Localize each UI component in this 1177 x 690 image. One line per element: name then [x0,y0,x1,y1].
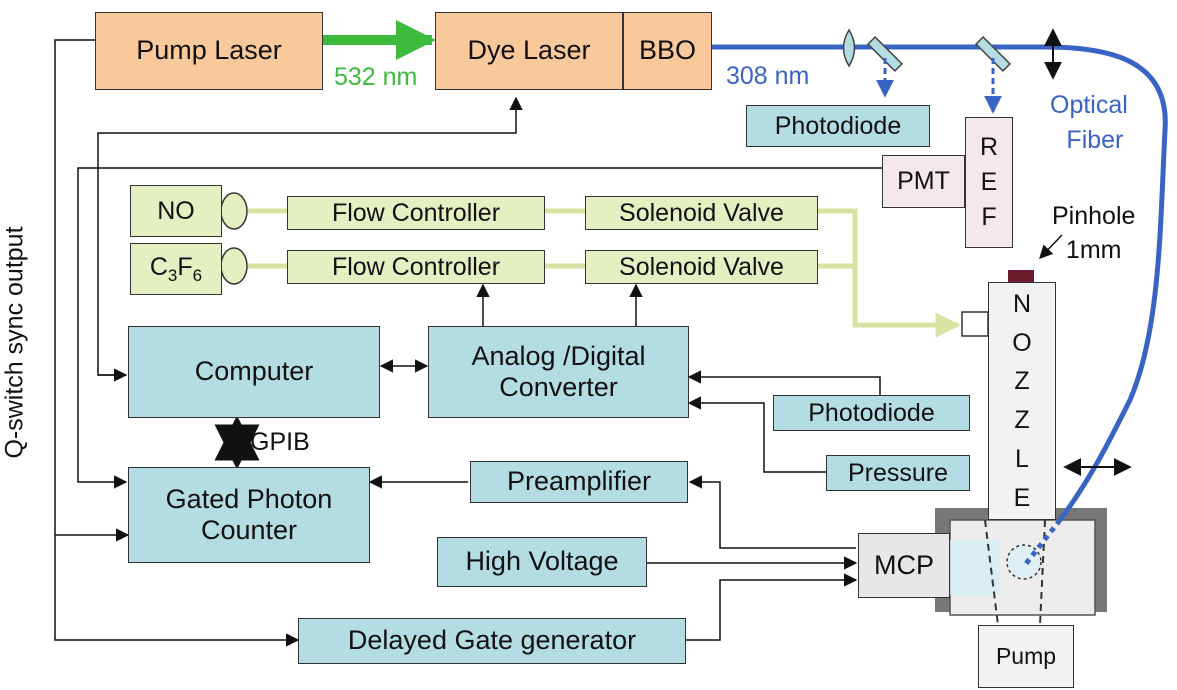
no-bottle-cap [220,192,248,230]
mcp-label: MCP [874,549,934,580]
bbo-label: BBO [638,35,697,66]
pump-laser-label: Pump Laser [136,35,282,66]
ref-letter: F [981,203,997,231]
pressure-label: Pressure [847,458,949,487]
bbo-box: BBO [623,12,712,90]
high-voltage-label: High Voltage [465,546,619,577]
lens [842,28,856,68]
c3f6-part: F [177,252,193,281]
pmt-label: PMT [897,167,950,196]
nozzle-letter: E [1013,483,1031,512]
high-voltage-box: High Voltage [437,537,647,587]
qswitch-label: Q-switch sync output [0,226,29,459]
photodiode-top-box: Photodiode [746,105,930,147]
pinhole-cap [1008,270,1034,282]
gpib-label: GPIB [250,428,310,456]
chamber-dash-left [984,519,999,626]
beam-splitter-1 [866,35,904,73]
pressure-box: Pressure [826,455,970,491]
photodiode-mid-label: Photodiode [808,398,935,427]
nozzle-inlet [961,311,989,337]
focus-circle [1006,544,1042,580]
solenoid-valve-2-label: Solenoid Valve [619,252,784,281]
photodiode-top-label: Photodiode [774,111,902,140]
computer-label: Computer [194,356,314,387]
preamplifier-box: Preamplifier [470,461,688,503]
ref-letter: E [980,168,998,196]
dye-laser-label: Dye Laser [467,35,591,66]
nozzle-letter: Z [1014,367,1030,396]
wavelength-532-label: 532 nm [334,63,418,91]
gated-photon-counter-box: Gated Photon Counter [128,467,370,563]
computer-box: Computer [128,326,380,418]
optical-fiber-line-2: Fiber [1066,126,1124,154]
wavelength-308-label: 308 nm [726,62,810,90]
ref-letter: R [979,133,999,161]
c3f6-part: 6 [192,265,203,285]
delayed-gate-generator-box: Delayed Gate generator [298,618,686,664]
gpc-label-line: Counter [200,515,298,545]
nozzle-box: N O Z Z L E [988,282,1056,520]
no-gas-label: NO [157,196,195,225]
pump-laser-box: Pump Laser [95,12,323,90]
pinhole-label: Pinhole 1mm [1052,200,1135,268]
solenoid-valve-1-box: Solenoid Valve [585,196,818,230]
gpc-label-line: Gated Photon [165,483,333,514]
pinhole-line-2: 1mm [1065,235,1122,264]
c3f6-part: C [149,252,168,281]
nozzle-letter: O [1012,328,1032,357]
photodiode-mid-box: Photodiode [773,395,970,431]
dye-laser-box: Dye Laser [435,12,623,90]
adc-box: Analog /Digital Converter [428,326,689,418]
no-gas-box: NO [130,185,222,237]
optical-fiber-line [1044,44,1168,522]
beam-splitter-2 [974,35,1012,73]
nozzle-letter: N [1012,289,1032,318]
flow-controller-1-label: Flow Controller [331,198,501,227]
solenoid-valve-1-label: Solenoid Valve [619,198,784,227]
flow-controller-2-box: Flow Controller [287,250,545,284]
ref-box: R E F [965,117,1013,248]
adc-label-line: Analog /Digital [471,340,646,371]
pump-box: Pump [978,625,1074,688]
pinhole-line-1: Pinhole [1052,202,1136,230]
chamber-window [950,540,1000,595]
adc-label-line: Converter [499,372,618,402]
pmt-box: PMT [882,155,965,208]
nozzle-letter: L [1015,444,1029,473]
delayed-gate-generator-label: Delayed Gate generator [347,625,637,656]
c3f6-gas-label: C3F6 [150,253,202,286]
c3f6-gas-box: C3F6 [130,243,222,295]
flow-controller-1-box: Flow Controller [287,196,545,230]
c3f6-part: 3 [167,265,178,285]
pump-label: Pump [995,643,1057,670]
flow-controller-2-label: Flow Controller [331,252,501,281]
preamplifier-label: Preamplifier [506,466,652,497]
optical-fiber-line-1: Optical [1050,91,1128,119]
mcp-box: MCP [858,533,950,598]
c3f6-bottle-cap [220,247,248,285]
optical-fiber-label: Optical Fiber [1050,88,1128,158]
solenoid-valve-2-box: Solenoid Valve [585,250,818,284]
nozzle-letter: Z [1014,406,1030,434]
